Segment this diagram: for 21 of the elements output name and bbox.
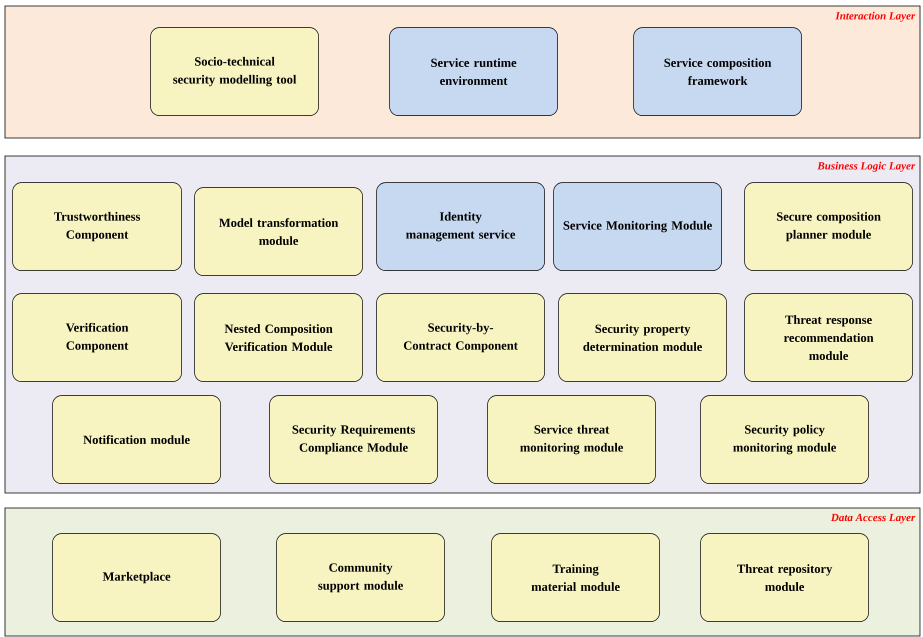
module-box: Service Monitoring Module xyxy=(553,182,722,271)
module-box: Security-by-Contract Component xyxy=(376,293,545,382)
module-box: Security Requirements Compliance Module xyxy=(269,395,438,484)
module-box: Identity management service xyxy=(376,182,545,271)
module-box: Training material module xyxy=(491,533,660,622)
module-box: Model transformation module xyxy=(194,187,363,276)
module-box: Service threat monitoring module xyxy=(487,395,656,484)
module-box: Service runtime environment xyxy=(389,27,558,116)
module-box: Socio-technical security modelling tool xyxy=(150,27,319,116)
module-box: Secure composition planner module xyxy=(744,182,913,271)
module-box: Security policy monitoring module xyxy=(700,395,869,484)
module-box: Threat response recommendation module xyxy=(744,293,913,382)
module-box: Notification module xyxy=(52,395,221,484)
module-box: Marketplace xyxy=(52,533,221,622)
module-box: Community support module xyxy=(276,533,445,622)
module-box: Verification Component xyxy=(12,293,182,382)
module-box: Security property determination module xyxy=(558,293,727,382)
module-box: Threat repository module xyxy=(700,533,869,622)
module-box: Nested Composition Verification Module xyxy=(194,293,363,382)
module-box: Service composition framework xyxy=(633,27,802,116)
module-box: Trustworthiness Component xyxy=(12,182,182,271)
